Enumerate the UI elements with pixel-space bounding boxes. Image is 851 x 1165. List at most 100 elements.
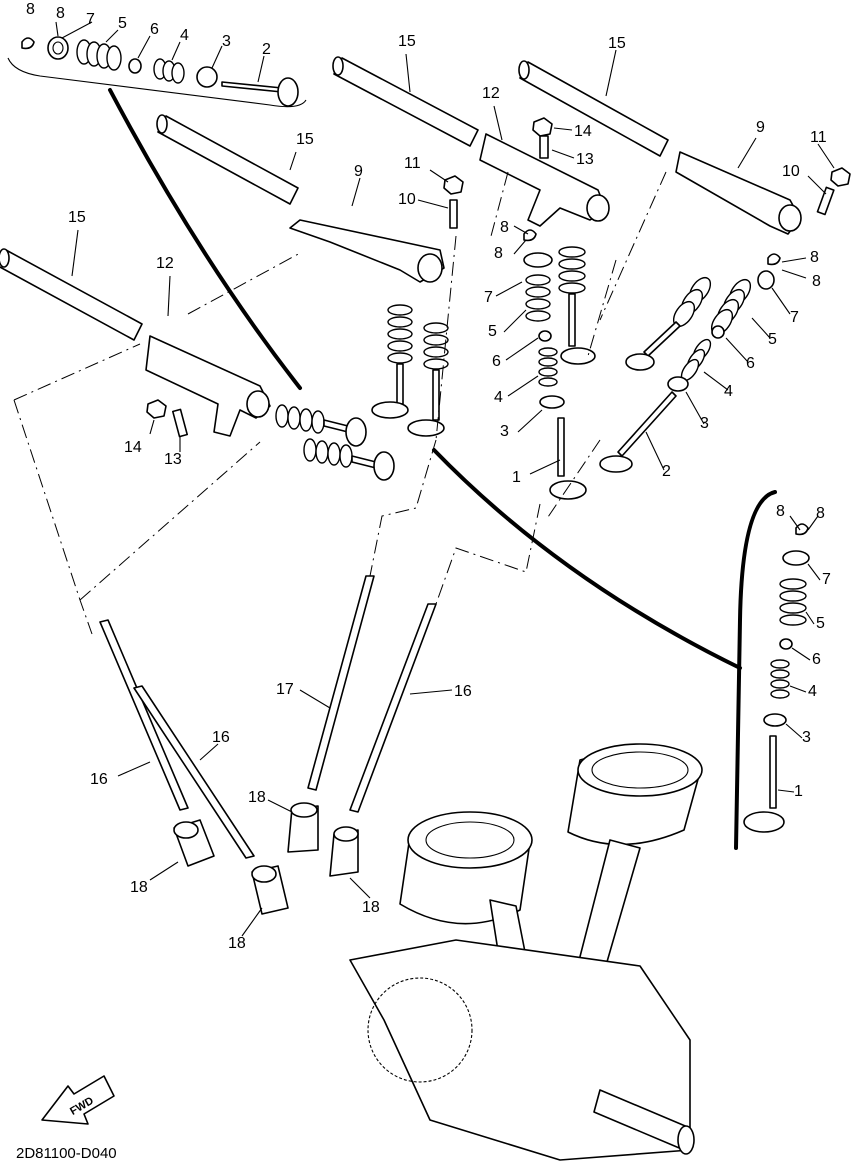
mid-left-valve-assembly: [371, 304, 449, 437]
diagram-code: 2D81100-D040: [16, 1145, 117, 1162]
callout-12: 12: [156, 255, 174, 272]
callout-18: 18: [228, 935, 246, 952]
inner-spring-icon: [538, 347, 558, 387]
valve-head-icon: [407, 419, 445, 437]
right-valve-group: [599, 253, 781, 473]
callout-17: 17: [276, 681, 294, 698]
rocker-arm-icon: [145, 335, 271, 437]
rocker-arm-icon: [675, 151, 801, 235]
spring-seat-icon: [539, 395, 565, 409]
callout-5: 5: [816, 615, 825, 632]
callout-4: 4: [724, 383, 733, 400]
adjusting-screw-icon: [171, 408, 189, 438]
spring-retainer-icon: [47, 36, 69, 60]
callout-10: 10: [782, 163, 800, 180]
inner-spring-icon: [680, 338, 712, 382]
callout-labels: 8 8 7 5 6 4 3 2 15 15 15 15 12 12 9 9 11…: [26, 1, 831, 952]
valve-spring-icon: [558, 246, 586, 294]
valve-head-icon: [560, 347, 596, 365]
inner-spring-icon: [153, 58, 185, 84]
callout-14: 14: [574, 123, 592, 140]
alignment-lines: [13, 171, 667, 635]
valve-seal-icon: [128, 58, 142, 74]
cotter-icon: [21, 37, 35, 50]
bottom-right-valve-group: [743, 523, 810, 833]
locknut-icon: [443, 175, 464, 195]
push-rod-group: [99, 575, 437, 859]
callout-2: 2: [262, 41, 271, 58]
callout-8: 8: [810, 249, 819, 266]
guide-line-center: [432, 448, 742, 670]
rocker-shaft-group: [0, 56, 669, 341]
callout-6: 6: [812, 651, 821, 668]
tappet-icon: [287, 802, 319, 853]
locknut-icon: [146, 399, 167, 419]
rocker-shaft-icon: [333, 57, 479, 147]
tappet-icon: [251, 865, 289, 915]
callout-14: 14: [124, 439, 142, 456]
guide-line-left: [108, 88, 302, 390]
adjusting-screw-icon: [539, 135, 549, 159]
callout-18: 18: [248, 789, 266, 806]
callout-8: 8: [776, 503, 785, 520]
valve-icon: [557, 417, 565, 477]
callout-3: 3: [500, 423, 509, 440]
callout-5: 5: [118, 15, 127, 32]
callout-15: 15: [296, 131, 314, 148]
tappet-group: [173, 802, 359, 915]
valve-head-icon: [625, 353, 655, 371]
cotter-icon: [767, 253, 781, 266]
callout-8: 8: [816, 505, 825, 522]
callout-8: 8: [500, 219, 509, 236]
callout-13: 13: [164, 451, 182, 468]
adjuster-group: [146, 117, 851, 438]
spring-seat-icon: [196, 66, 218, 88]
callout-1: 1: [794, 783, 803, 800]
valve-seal-icon: [711, 325, 725, 339]
callout-4: 4: [494, 389, 503, 406]
callout-6: 6: [746, 355, 755, 372]
callout-9: 9: [756, 119, 765, 136]
callout-16: 16: [454, 683, 472, 700]
crankcase-artwork: [349, 743, 703, 1161]
cotter-icon: [795, 523, 809, 536]
mid-right-valve-group: [523, 229, 596, 500]
valve-seal-icon: [779, 638, 793, 650]
callout-11: 11: [404, 155, 421, 172]
callout-11: 11: [810, 129, 827, 146]
horizontal-valves: [275, 404, 395, 481]
leader-lines: [55, 21, 835, 937]
rocker-shaft-icon: [0, 249, 143, 341]
callout-4: 4: [180, 27, 189, 44]
callout-10: 10: [398, 191, 416, 208]
valve-icon: [769, 735, 777, 809]
callout-2: 2: [662, 463, 671, 480]
valve-head-icon: [345, 417, 367, 447]
callout-3: 3: [222, 33, 231, 50]
callout-9: 9: [354, 163, 363, 180]
push-rod-icon: [133, 685, 255, 859]
callout-13: 13: [576, 151, 594, 168]
inner-spring-icon: [770, 659, 790, 699]
spring-retainer-icon: [757, 270, 775, 290]
callout-5: 5: [768, 331, 777, 348]
callout-18: 18: [362, 899, 380, 916]
fwd-arrow: FWD: [41, 1075, 115, 1125]
valve-spring-icon: [275, 404, 325, 434]
callout-3: 3: [700, 415, 709, 432]
callout-6: 6: [150, 21, 159, 38]
valve-spring-icon: [672, 276, 712, 328]
callout-8: 8: [812, 273, 821, 290]
spring-seat-icon: [667, 376, 689, 392]
callout-8: 8: [494, 245, 503, 262]
spring-seat-icon: [763, 713, 787, 727]
valve-spring-icon: [423, 322, 449, 370]
callout-7: 7: [86, 11, 95, 28]
callout-15: 15: [608, 35, 626, 52]
adjusting-screw-icon: [816, 186, 835, 216]
callout-8: 8: [56, 5, 65, 22]
valve-icon: [221, 77, 299, 107]
valve-head-icon: [371, 401, 409, 419]
callout-15: 15: [398, 33, 416, 50]
